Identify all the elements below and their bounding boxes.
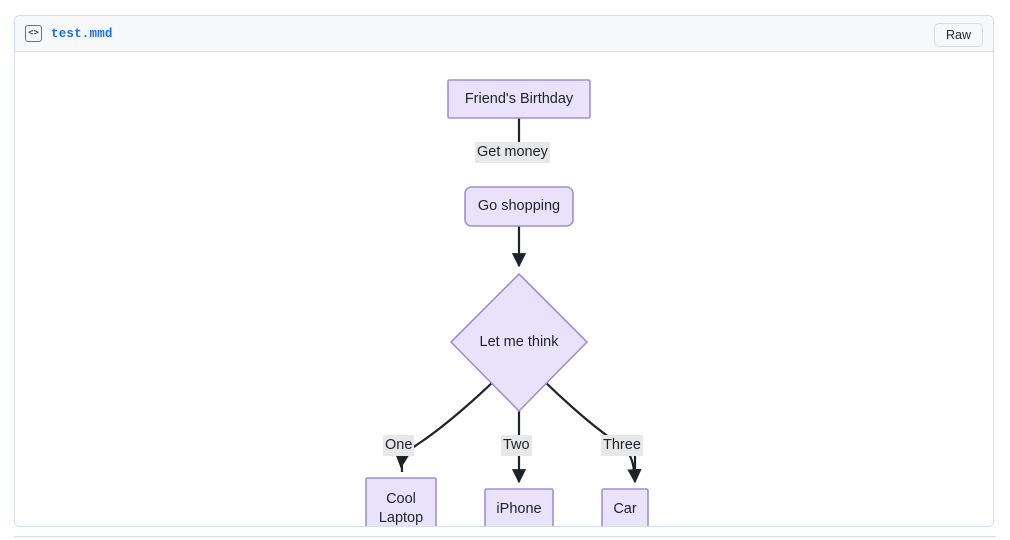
edge-label-one: One xyxy=(383,435,415,456)
edge-label-get-money: Get money xyxy=(475,142,550,163)
edge-let-me-think-to-car xyxy=(537,374,642,484)
file-preview-card: <> test.mmd Raw xyxy=(14,15,994,527)
code-file-icon: <> xyxy=(25,25,42,42)
page-divider xyxy=(14,536,996,537)
node-friends-birthday[interactable] xyxy=(447,79,591,119)
file-header: <> test.mmd Raw xyxy=(15,16,993,52)
node-car[interactable] xyxy=(601,488,649,527)
raw-button[interactable]: Raw xyxy=(933,23,983,47)
edge-label-three: Three xyxy=(601,435,643,456)
mermaid-diagram: Friend's Birthday Go shopping Let me thi… xyxy=(15,52,993,526)
node-go-shopping[interactable] xyxy=(464,186,574,227)
node-cool-laptop[interactable] xyxy=(365,477,437,527)
file-name-label[interactable]: test.mmd xyxy=(51,26,113,41)
edge-label-two: Two xyxy=(501,435,532,456)
edge-let-me-think-to-cool-laptop xyxy=(395,374,501,469)
nodes-layer xyxy=(365,79,649,527)
flowchart-svg xyxy=(365,79,649,527)
node-iphone[interactable] xyxy=(484,488,554,527)
node-let-me-think[interactable] xyxy=(449,272,589,413)
